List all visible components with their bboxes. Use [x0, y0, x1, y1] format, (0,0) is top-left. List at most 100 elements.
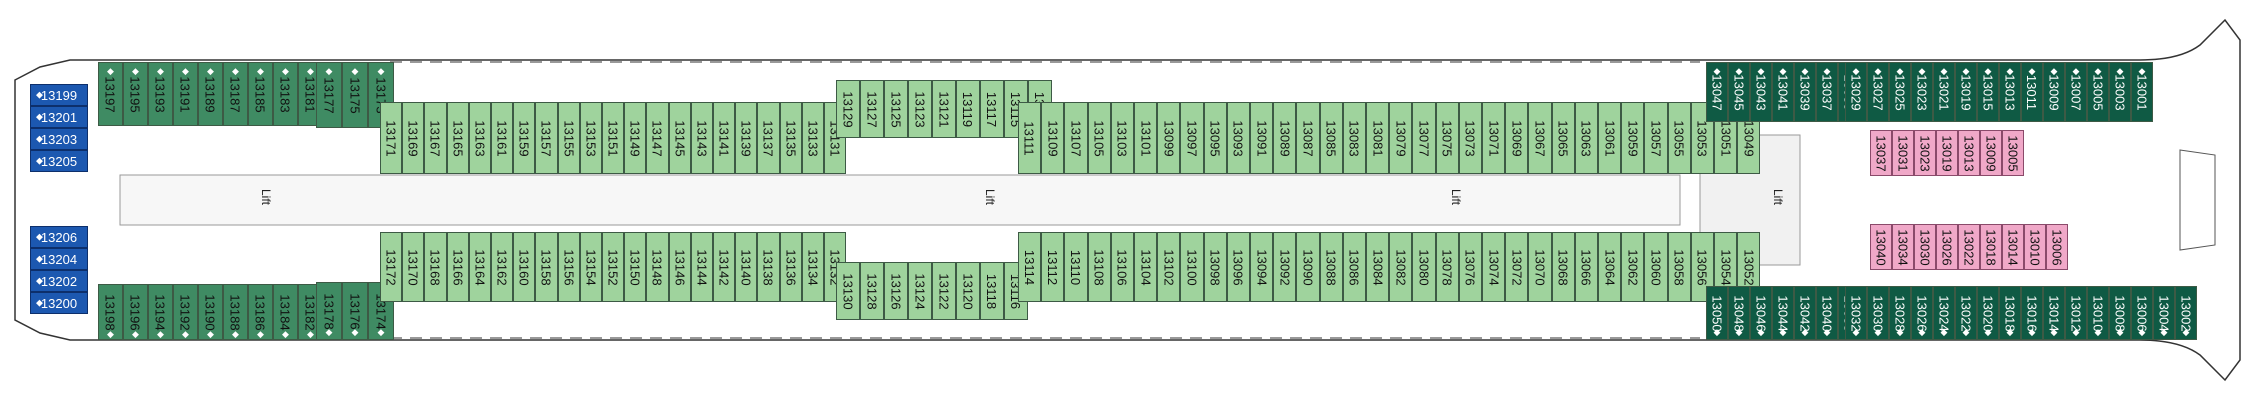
cabin-13199[interactable]: ◆13199: [30, 84, 88, 106]
cabin-13163[interactable]: 13163: [468, 102, 491, 174]
cabin-13006[interactable]: ◆13006: [2131, 286, 2153, 340]
cabin-13122[interactable]: 13122: [932, 262, 956, 320]
cabin-13013[interactable]: ◆13013: [1999, 62, 2021, 122]
cabin-13014[interactable]: ◆13014: [2043, 286, 2065, 340]
cabin-13167[interactable]: 13167: [424, 102, 447, 174]
cabin-13105[interactable]: 13105: [1087, 102, 1111, 174]
cabin-13168[interactable]: 13168: [424, 232, 447, 302]
cabin-13009[interactable]: 13009: [1980, 130, 2002, 176]
cabin-13186[interactable]: ◆13186: [248, 284, 273, 340]
cabin-13151[interactable]: 13151: [602, 102, 625, 174]
cabin-13014[interactable]: 13014: [2002, 224, 2024, 270]
cabin-13138[interactable]: 13138: [757, 232, 780, 302]
cabin-13170[interactable]: 13170: [402, 232, 425, 302]
cabin-13095[interactable]: 13095: [1203, 102, 1227, 174]
cabin-13030[interactable]: 13030: [1914, 224, 1936, 270]
cabin-13026[interactable]: 13026: [1936, 224, 1958, 270]
cabin-13006[interactable]: 13006: [2046, 224, 2068, 270]
cabin-13019[interactable]: 13019: [1936, 130, 1958, 176]
cabin-13048[interactable]: ◆13048: [1728, 286, 1750, 340]
cabin-13075[interactable]: 13075: [1435, 102, 1459, 174]
cabin-13159[interactable]: 13159: [513, 102, 536, 174]
cabin-13080[interactable]: 13080: [1412, 232, 1436, 302]
cabin-13087[interactable]: 13087: [1296, 102, 1320, 174]
cabin-13130[interactable]: 13130: [836, 262, 860, 320]
cabin-13135[interactable]: 13135: [779, 102, 802, 174]
cabin-13185[interactable]: ◆13185: [248, 62, 273, 126]
cabin-13172[interactable]: 13172: [380, 232, 403, 302]
cabin-13128[interactable]: 13128: [860, 262, 884, 320]
cabin-13099[interactable]: 13099: [1157, 102, 1181, 174]
cabin-13152[interactable]: 13152: [602, 232, 625, 302]
cabin-13109[interactable]: 13109: [1041, 102, 1065, 174]
cabin-13044[interactable]: ◆13044: [1772, 286, 1794, 340]
cabin-13064[interactable]: 13064: [1598, 232, 1622, 302]
cabin-13125[interactable]: 13125: [884, 80, 908, 138]
cabin-13005[interactable]: 13005: [2002, 130, 2024, 176]
cabin-13123[interactable]: 13123: [908, 80, 932, 138]
cabin-13148[interactable]: 13148: [646, 232, 669, 302]
cabin-13102[interactable]: 13102: [1157, 232, 1181, 302]
cabin-13147[interactable]: 13147: [646, 102, 669, 174]
cabin-13050[interactable]: ◆13050: [1706, 286, 1728, 340]
cabin-13012[interactable]: ◆13012: [2065, 286, 2087, 340]
cabin-13091[interactable]: 13091: [1250, 102, 1274, 174]
cabin-13004[interactable]: ◆13004: [2153, 286, 2175, 340]
cabin-13081[interactable]: 13081: [1366, 102, 1390, 174]
cabin-13126[interactable]: 13126: [884, 262, 908, 320]
cabin-13023[interactable]: 13023: [1914, 130, 1936, 176]
cabin-13194[interactable]: ◆13194: [148, 284, 173, 340]
cabin-13067[interactable]: 13067: [1528, 102, 1552, 174]
cabin-13103[interactable]: 13103: [1110, 102, 1134, 174]
cabin-13089[interactable]: 13089: [1273, 102, 1297, 174]
cabin-13074[interactable]: 13074: [1482, 232, 1506, 302]
cabin-13071[interactable]: 13071: [1482, 102, 1506, 174]
cabin-13011[interactable]: ◆13011: [2021, 62, 2043, 122]
cabin-13008[interactable]: ◆13008: [2109, 286, 2131, 340]
cabin-13037[interactable]: ◆13037: [1816, 62, 1838, 122]
cabin-13084[interactable]: 13084: [1366, 232, 1390, 302]
cabin-13007[interactable]: ◆13007: [2065, 62, 2087, 122]
cabin-13041[interactable]: ◆13041: [1772, 62, 1794, 122]
cabin-13082[interactable]: 13082: [1389, 232, 1413, 302]
cabin-13201[interactable]: ◆13201: [30, 106, 88, 128]
cabin-13083[interactable]: 13083: [1342, 102, 1366, 174]
cabin-13027[interactable]: ◆13027: [1867, 62, 1889, 122]
cabin-13018[interactable]: ◆13018: [1999, 286, 2021, 340]
cabin-13093[interactable]: 13093: [1226, 102, 1250, 174]
cabin-13020[interactable]: ◆13020: [1977, 286, 1999, 340]
cabin-13169[interactable]: 13169: [402, 102, 425, 174]
cabin-13117[interactable]: 13117: [980, 80, 1004, 138]
cabin-13161[interactable]: 13161: [491, 102, 514, 174]
cabin-13039[interactable]: ◆13039: [1794, 62, 1816, 122]
cabin-13189[interactable]: ◆13189: [198, 62, 223, 126]
cabin-13140[interactable]: 13140: [735, 232, 758, 302]
cabin-13134[interactable]: 13134: [801, 232, 824, 302]
cabin-13200[interactable]: ◆13200: [30, 292, 88, 314]
cabin-13009[interactable]: ◆13009: [2043, 62, 2065, 122]
cabin-13178[interactable]: ◆13178: [316, 282, 342, 340]
cabin-13112[interactable]: 13112: [1041, 232, 1065, 302]
cabin-13086[interactable]: 13086: [1342, 232, 1366, 302]
cabin-13120[interactable]: 13120: [956, 262, 980, 320]
cabin-13088[interactable]: 13088: [1319, 232, 1343, 302]
cabin-13192[interactable]: ◆13192: [173, 284, 198, 340]
cabin-13157[interactable]: 13157: [535, 102, 558, 174]
cabin-13143[interactable]: 13143: [690, 102, 713, 174]
cabin-13094[interactable]: 13094: [1250, 232, 1274, 302]
cabin-13015[interactable]: ◆13015: [1977, 62, 1999, 122]
cabin-13057[interactable]: 13057: [1644, 102, 1668, 174]
cabin-13145[interactable]: 13145: [668, 102, 691, 174]
cabin-13076[interactable]: 13076: [1458, 232, 1482, 302]
cabin-13040[interactable]: 13040: [1870, 224, 1892, 270]
cabin-13175[interactable]: ◆13175: [342, 62, 368, 128]
cabin-13072[interactable]: 13072: [1505, 232, 1529, 302]
cabin-13187[interactable]: ◆13187: [223, 62, 248, 126]
cabin-13154[interactable]: 13154: [579, 232, 602, 302]
cabin-13100[interactable]: 13100: [1180, 232, 1204, 302]
cabin-13040[interactable]: ◆13040: [1816, 286, 1838, 340]
cabin-13160[interactable]: 13160: [513, 232, 536, 302]
cabin-13060[interactable]: 13060: [1644, 232, 1668, 302]
cabin-13045[interactable]: ◆13045: [1728, 62, 1750, 122]
cabin-13166[interactable]: 13166: [446, 232, 469, 302]
